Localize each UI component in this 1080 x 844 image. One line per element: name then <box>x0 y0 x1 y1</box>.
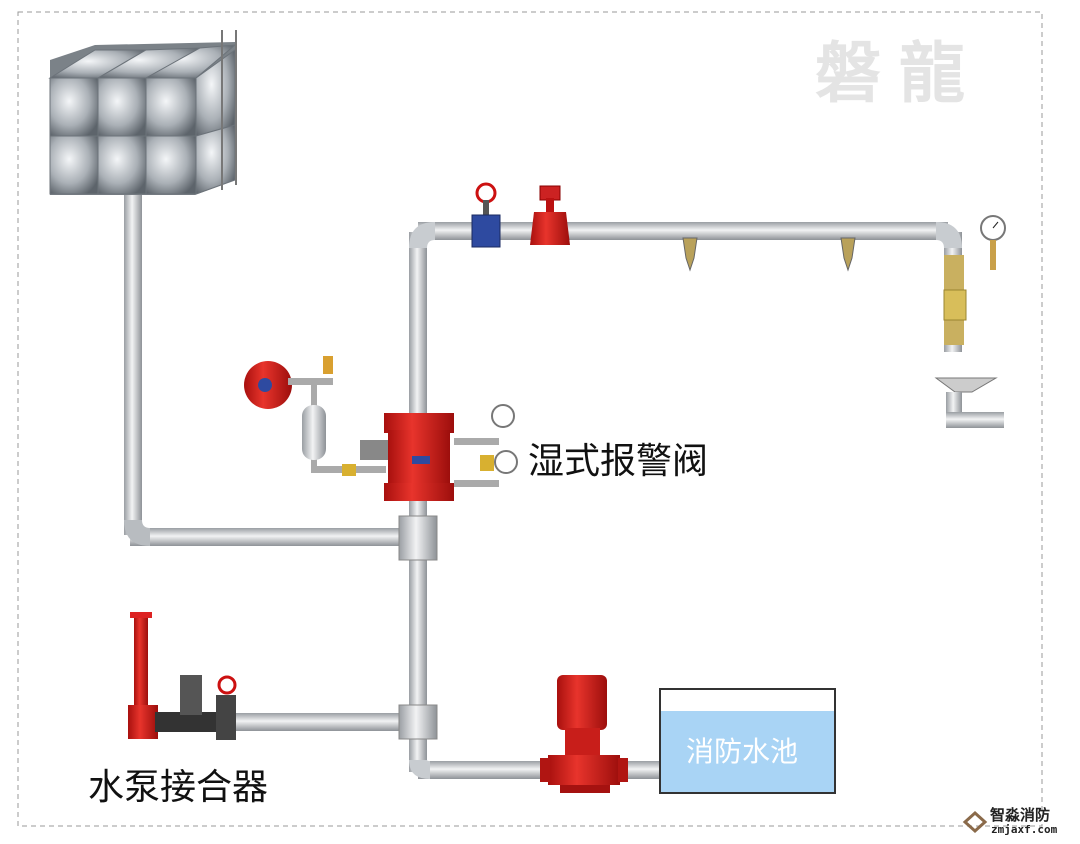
wet-alarm-valve <box>244 356 518 501</box>
logo-url: zmjaxf.com <box>991 823 1058 836</box>
alarm-valve-label: 湿式报警阀 <box>528 441 709 482</box>
fire-pool-label: 消防水池 <box>686 735 799 768</box>
fire-pool <box>659 688 836 794</box>
fire-pump <box>540 675 628 793</box>
signal-butterfly-valve <box>471 182 501 248</box>
logo-icon <box>962 810 988 834</box>
water-tank <box>48 30 237 195</box>
dashed-border <box>17 11 1043 827</box>
sprinkler-heads <box>682 237 856 272</box>
pump-connector <box>128 612 237 740</box>
pump-connector-label: 水泵接合器 <box>88 767 269 808</box>
watermark: 磐龍 <box>815 34 983 112</box>
gate-valve <box>530 185 570 245</box>
logo-name: 智淼消防 <box>990 806 1051 824</box>
end-test-valve <box>943 215 1006 345</box>
